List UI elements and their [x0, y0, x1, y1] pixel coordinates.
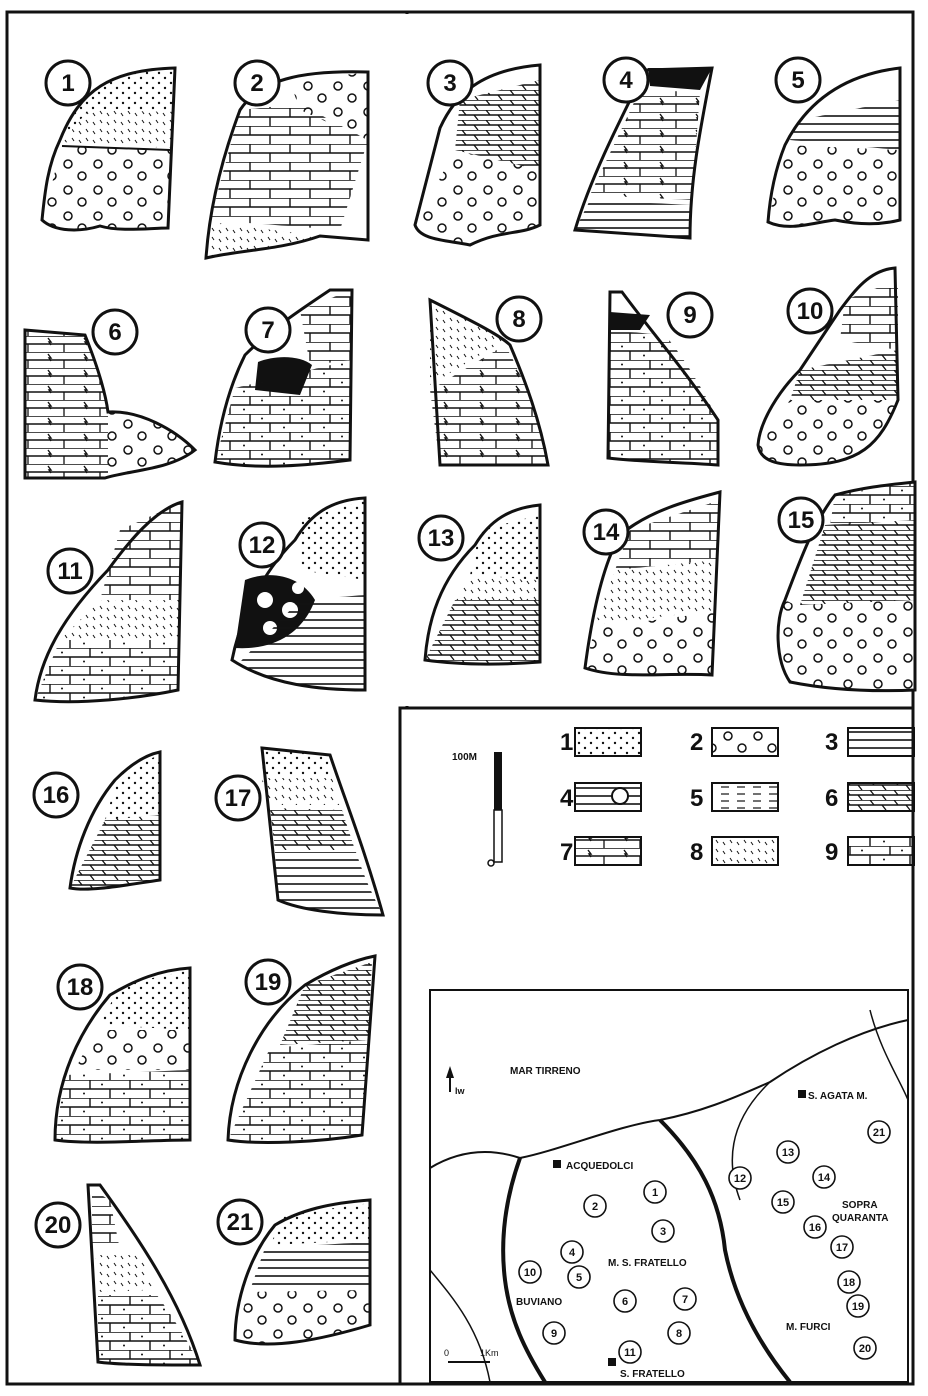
section-number: 10 — [797, 298, 824, 325]
section-number: 11 — [57, 558, 82, 585]
section-number: 3 — [443, 70, 456, 97]
section-number: 20 — [45, 1212, 72, 1239]
legend-number-1: 1 — [560, 729, 573, 756]
section-number: 13 — [428, 525, 455, 552]
map-site-number: 15 — [777, 1197, 789, 1209]
map-frame — [430, 990, 908, 1382]
map-site-number: 10 — [524, 1267, 536, 1279]
legend-swatch-9 — [848, 837, 914, 865]
legend-number-2: 2 — [690, 729, 703, 756]
map-site-number: 5 — [576, 1272, 582, 1284]
section-number: 16 — [43, 782, 70, 809]
legend-number-5: 5 — [690, 785, 703, 812]
legend-swatch-6 — [848, 783, 914, 811]
map-site-number: 13 — [782, 1147, 794, 1159]
map-site-number: 6 — [622, 1296, 628, 1308]
section-number: 4 — [619, 67, 633, 94]
legend-swatch-8 — [712, 837, 778, 865]
legend-number-7: 7 — [560, 839, 573, 866]
place-acquedolci: ACQUEDOLCI — [566, 1161, 633, 1172]
legend-swatch-7 — [575, 837, 641, 865]
section-number: 7 — [261, 317, 274, 344]
section-16 — [70, 752, 160, 889]
place-quaranta: QUARANTA — [832, 1213, 888, 1224]
place-mfurci: M. FURCI — [786, 1322, 831, 1333]
section-number: 12 — [249, 532, 276, 559]
place-sopra: SOPRA — [842, 1200, 878, 1211]
place-sfratello: S. FRATELLO — [620, 1369, 685, 1380]
section-number: 14 — [593, 519, 620, 546]
map-site-number: 2 — [592, 1201, 598, 1213]
map-site-number: 18 — [843, 1277, 855, 1289]
town-marker-sagata — [798, 1090, 806, 1098]
legend-number-9: 9 — [825, 839, 838, 866]
legend-number-8: 8 — [690, 839, 703, 866]
map-site-number: 17 — [836, 1242, 848, 1254]
section-number: 17 — [225, 785, 252, 812]
map-site-number: 7 — [682, 1294, 688, 1306]
legend-swatch-1 — [575, 728, 641, 756]
section-number: 18 — [67, 974, 94, 1001]
location-map: lw MAR TIRRENO S. AGATA M. ACQUEDOLCI M.… — [430, 990, 908, 1382]
map-site-number: 3 — [660, 1226, 666, 1238]
sea-label: MAR TIRRENO — [510, 1066, 581, 1077]
section-number: 5 — [791, 67, 804, 94]
map-site-number: 21 — [873, 1127, 885, 1139]
section-number: 6 — [108, 319, 121, 346]
map-site-number: 12 — [734, 1173, 746, 1185]
legend-swatch-3 — [848, 728, 914, 756]
map-site-number: 9 — [551, 1328, 557, 1340]
section-number: 9 — [683, 302, 696, 329]
scale-bar-fill — [494, 752, 502, 810]
map-site-number: 1 — [652, 1187, 658, 1199]
section-number: 15 — [788, 507, 815, 534]
map-site-number: 8 — [676, 1328, 682, 1340]
scale-label: 100M — [452, 752, 477, 763]
legend-swatch-2 — [712, 728, 778, 756]
map-scale-km: 1Km — [480, 1348, 499, 1358]
legend-swatch-5 — [712, 783, 778, 811]
map-site-number: 16 — [809, 1222, 821, 1234]
town-marker-acquedolci — [553, 1160, 561, 1168]
section-number: 1 — [61, 70, 74, 97]
place-buviano: BUVIANO — [516, 1297, 562, 1308]
map-site-number: 20 — [859, 1343, 871, 1355]
map-site-number: 11 — [624, 1347, 636, 1359]
map-site-number: 4 — [569, 1247, 576, 1259]
place-sagata: S. AGATA M. — [808, 1091, 868, 1102]
section-20 — [88, 1185, 200, 1365]
place-sfratello-mt: M. S. FRATELLO — [608, 1258, 687, 1269]
map-scale-zero: 0 — [444, 1348, 449, 1358]
section-number: 19 — [255, 969, 282, 996]
legend-number-3: 3 — [825, 729, 838, 756]
town-marker-sfratello — [608, 1358, 616, 1366]
section-number: 8 — [512, 306, 525, 333]
section-number: 21 — [227, 1209, 254, 1236]
svg-text:lw: lw — [455, 1086, 466, 1096]
map-site-number: 14 — [818, 1172, 831, 1184]
section-number: 2 — [250, 70, 263, 97]
legend-number-6: 6 — [825, 785, 838, 812]
section-17 — [262, 748, 383, 915]
legend-number-4: 4 — [560, 785, 574, 812]
map-site-number: 19 — [852, 1301, 864, 1313]
legend-swatch-4 — [575, 783, 641, 811]
